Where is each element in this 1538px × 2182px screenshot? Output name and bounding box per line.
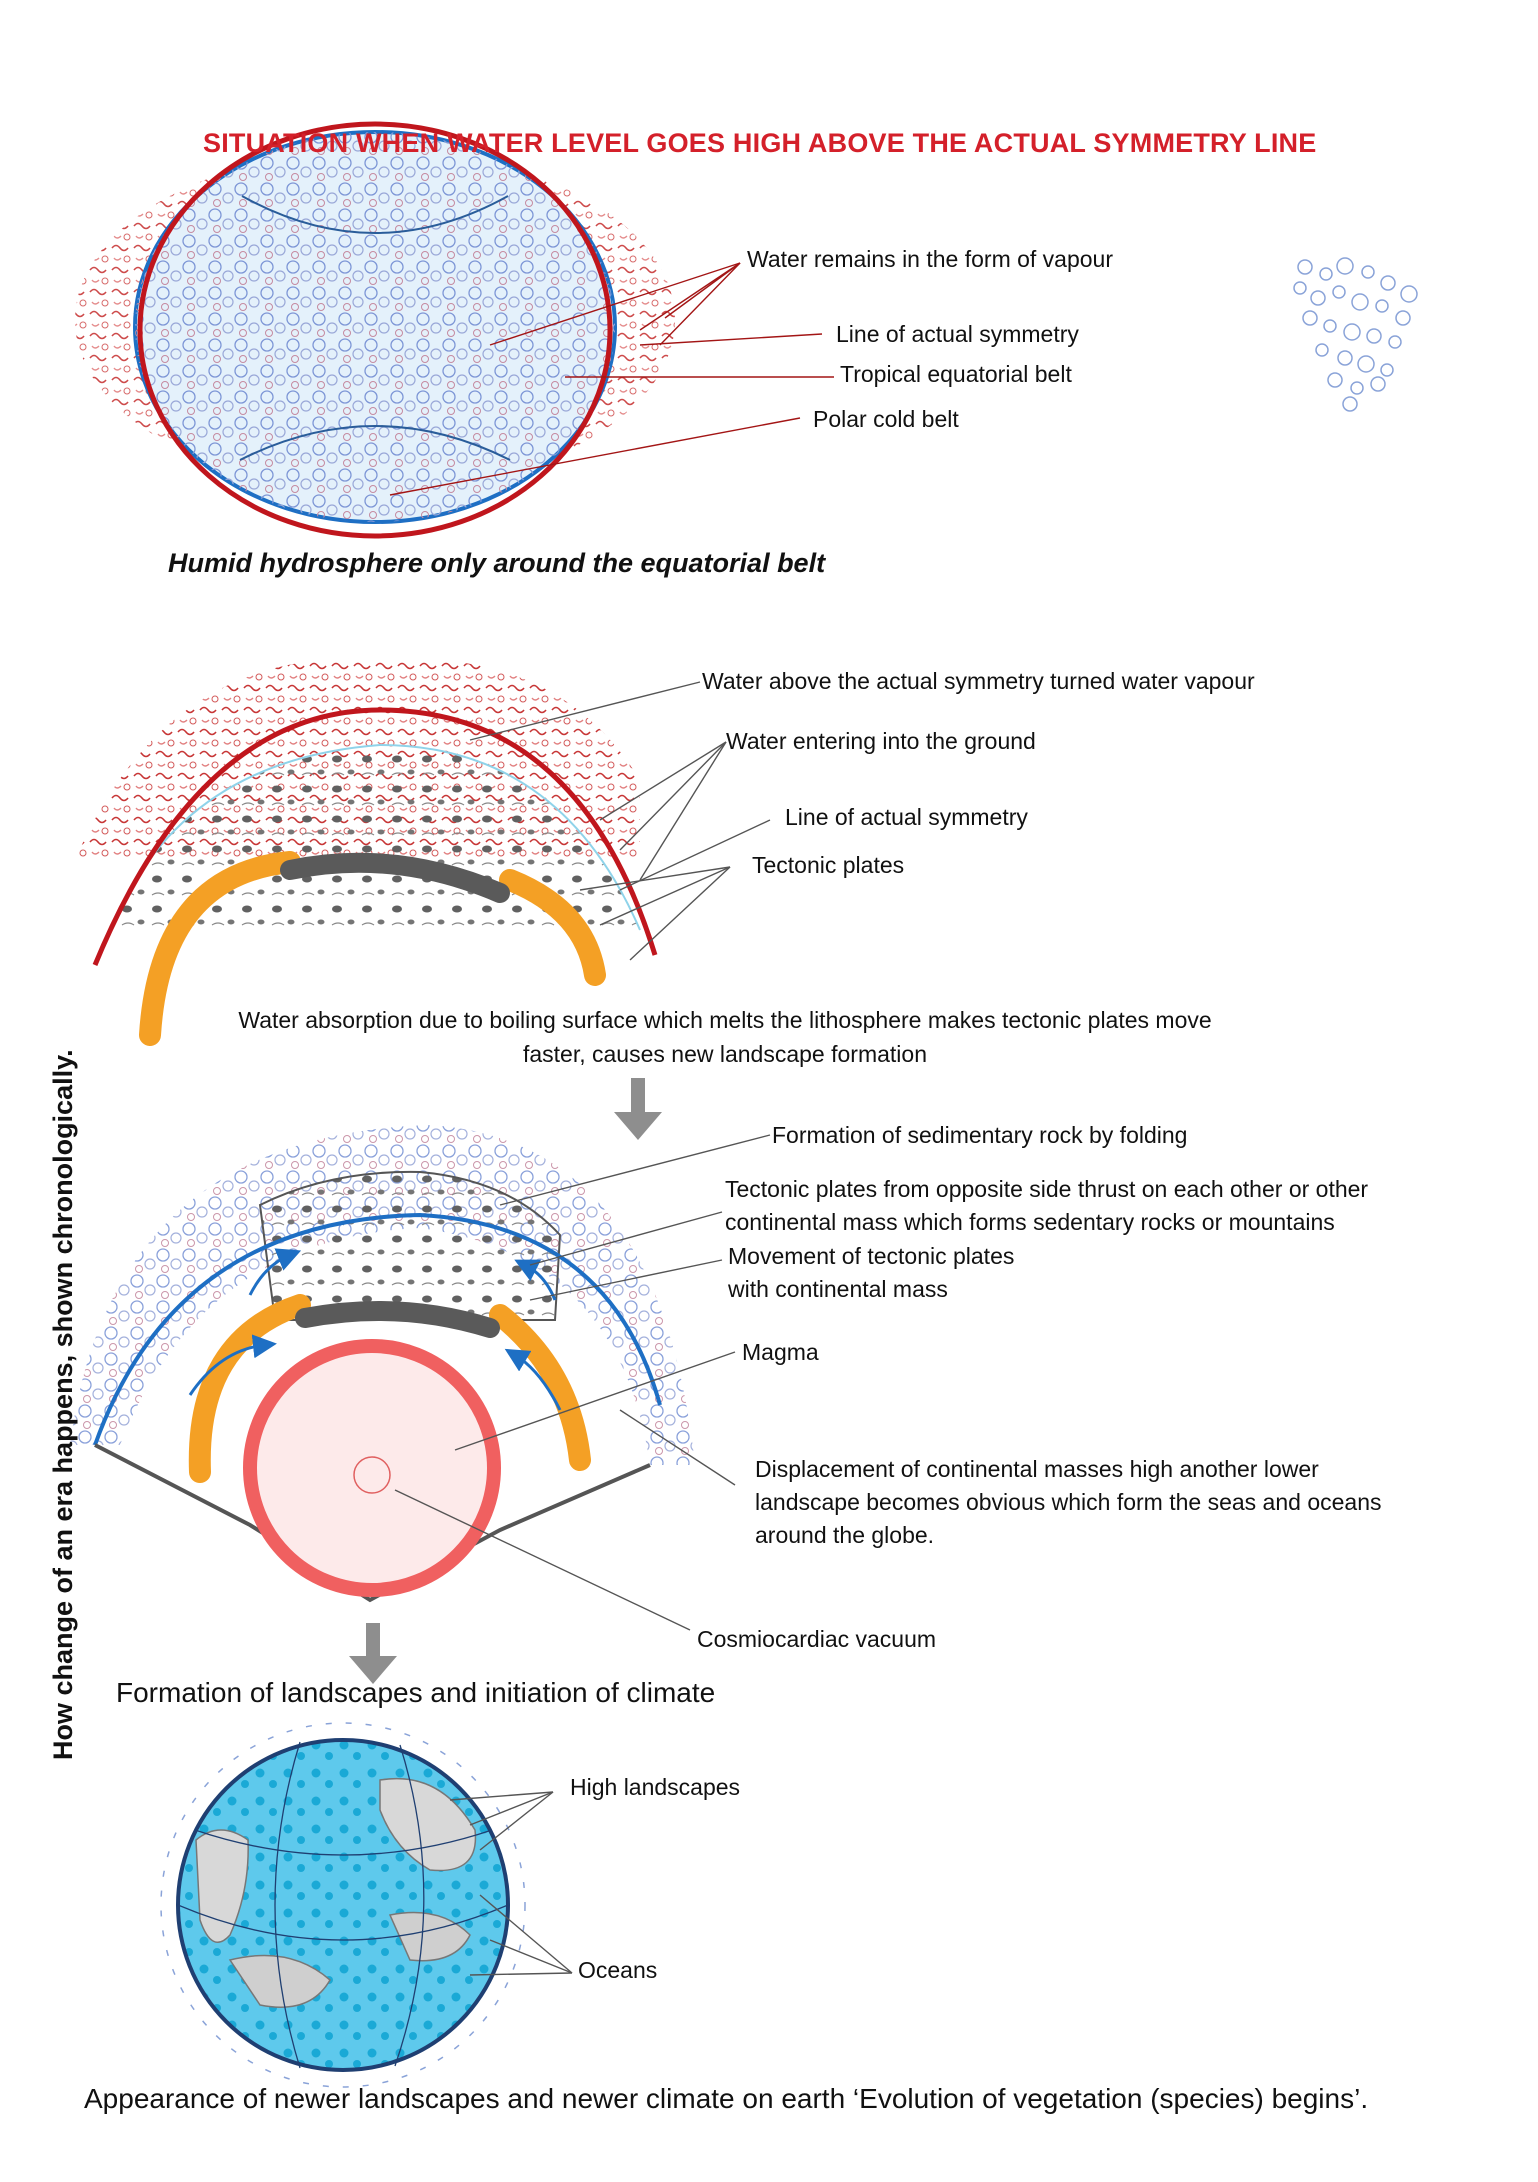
plate-right	[499, 869, 606, 986]
movement-arrow-upper-left	[248, 1248, 302, 1296]
bubble-cluster	[1293, 257, 1418, 412]
plate-left-3	[188, 1294, 311, 1483]
actual-symmetry-line	[137, 121, 613, 539]
label-symmetry-2: Line of actual symmetry	[785, 804, 1028, 830]
label-thrust-line2: continental mass which forms sedentary r…	[725, 1209, 1335, 1235]
continent-upper-right	[379, 1777, 477, 1872]
water-symmetry-line-3	[93, 1212, 662, 1446]
label-polar-belt: Polar cold belt	[813, 406, 959, 432]
label-vapour-above-symmetry: Water above the actual symmetry turned w…	[702, 668, 1255, 694]
polar-belt-top	[241, 195, 509, 234]
label-sedimentary-folding: Formation of sedimentary rock by folding	[772, 1122, 1188, 1148]
panel2-half-sphere-figure	[75, 658, 658, 1046]
symmetry-line-2	[92, 707, 658, 966]
meridian-2	[394, 1744, 425, 2067]
panel1-subtitle: Humid hydrosphere only around the equato…	[168, 548, 826, 578]
label-water-entering-ground: Water entering into the ground	[726, 728, 1036, 754]
continent-left	[195, 1829, 249, 1944]
movement-arrow-right	[504, 1348, 562, 1411]
label-movement-line2: with continental mass	[728, 1276, 948, 1302]
label-movement-line1: Movement of tectonic plates	[728, 1243, 1015, 1269]
down-arrow-2	[349, 1623, 397, 1684]
latitude-1	[177, 1904, 509, 1941]
panel1-leader-lines	[389, 262, 834, 496]
plate-center	[280, 852, 510, 903]
movement-arrow-upper-right	[514, 1259, 557, 1301]
panel4-caption: Appearance of newer landscapes and newer…	[84, 2083, 1369, 2114]
label-high-landscapes: High landscapes	[570, 1774, 741, 1800]
polar-belt-bottom	[239, 425, 511, 461]
plate-left	[139, 851, 301, 1046]
label-oceans: Oceans	[578, 1957, 658, 1983]
label-thrust-line1: Tectonic plates from opposite side thrus…	[725, 1176, 1369, 1202]
panel2-leader-lines	[469, 681, 771, 961]
panel2-caption-line1: Water absorption due to boiling surface …	[238, 1007, 1212, 1033]
plate-center-3	[295, 1301, 500, 1338]
folded-sediment	[258, 1170, 562, 1321]
vapour-bubbles	[135, 132, 615, 522]
label-symmetry-1: Line of actual symmetry	[836, 321, 1079, 347]
down-arrow-1	[614, 1078, 662, 1140]
panel4-globe-figure	[160, 1722, 526, 2088]
plate-right-3	[489, 1304, 591, 1471]
label-displacement-line1: Displacement of continental masses high …	[755, 1456, 1319, 1482]
panel1-sphere-figure	[75, 121, 675, 539]
outer-vapour-ring	[160, 1722, 526, 2088]
section-boundary	[94, 1443, 651, 1603]
vertical-chronology-label: How change of an era happens, shown chro…	[48, 1049, 78, 1760]
panel2-caption-line2: faster, causes new landscape formation	[522, 1041, 927, 1067]
panel3-cross-section-figure	[70, 1125, 695, 1603]
movement-arrow-left	[188, 1334, 277, 1396]
vapour-bubbles-3	[70, 1125, 695, 1465]
label-displacement-line3: around the globe.	[755, 1522, 935, 1548]
latitude-2	[194, 1829, 493, 1856]
label-vapour-form: Water remains in the form of vapour	[747, 246, 1114, 272]
label-cosmiocardiac-vacuum: Cosmiocardiac vacuum	[697, 1626, 937, 1652]
label-magma: Magma	[742, 1339, 819, 1365]
panel2-caption: Water absorption due to boiling surface …	[150, 1003, 1300, 1071]
label-tropical-belt: Tropical equatorial belt	[840, 361, 1072, 387]
panel4-leader-lines	[449, 1791, 573, 1976]
meridian-1	[274, 1741, 301, 2069]
panel3-leader-lines	[394, 1134, 771, 1631]
page-title: SITUATION WHEN WATER LEVEL GOES HIGH ABO…	[203, 128, 1317, 158]
panel3-caption: Formation of landscapes and initiation o…	[116, 1677, 716, 1708]
label-displacement-line2: landscape becomes obvious which form the…	[755, 1489, 1382, 1515]
label-tectonic-plates: Tectonic plates	[752, 852, 905, 878]
vacuum-core	[353, 1456, 391, 1494]
